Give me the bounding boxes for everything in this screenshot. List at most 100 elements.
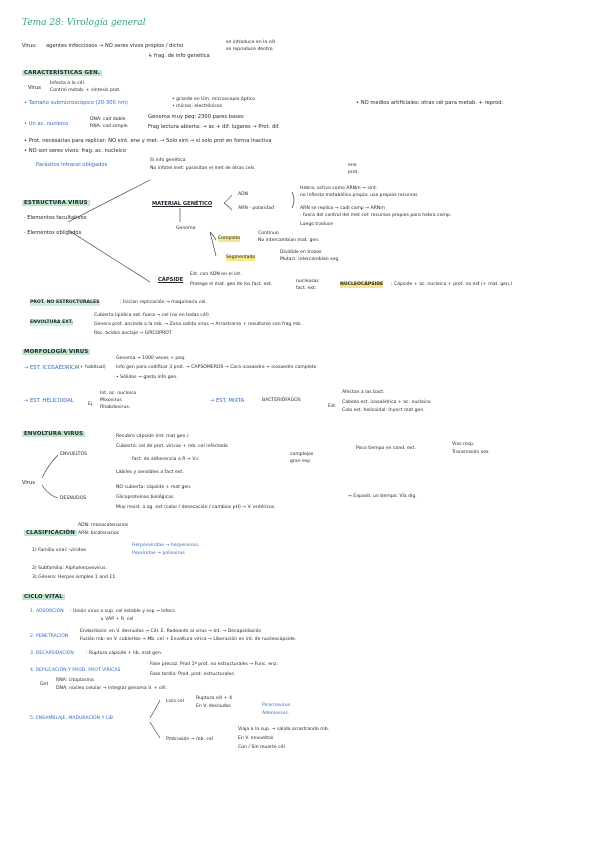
- capside-d1: Est. con ADN en el int.: [190, 272, 242, 277]
- material-genetico: MATERIAL GENÉTICO: [152, 201, 213, 207]
- morf-icosa-d2: Info gen para codificar 3 prot. → CAPSÓM…: [116, 365, 317, 370]
- morf-icosa: → EST. ICOSAÉDRICA: [24, 365, 79, 371]
- genoma-label: Genoma: [176, 226, 196, 231]
- ciclo-s4-sub1: RNA: citoplasma: [56, 678, 94, 683]
- morf-bact-d3: Cola est. helicoidal: Inyect mat gen.: [342, 408, 425, 413]
- env-d4: Lábiles y sensibles a fact ext.: [116, 470, 184, 475]
- ciclo-s2: 2. PENETRACIÓN: [30, 634, 69, 639]
- segmentado-d2: Mutaci: intercambian seg: [280, 257, 339, 262]
- morf-icosa-d3: • Sólidos → gasto info gen.: [116, 375, 178, 380]
- section-heading-morfologia: MORFOLOGÍA VIRUS: [22, 349, 91, 356]
- carac-parasitos-d1: Sí info genética: [150, 158, 186, 163]
- clas-familia-d2: Poxviridae → poliovirus: [132, 551, 185, 556]
- completo-label: Completo: [218, 236, 241, 242]
- ciclo-s2-d2: Fusión mb: en V. cubiertos → Mb. cel + E…: [80, 637, 297, 642]
- carac-no-medios: • NO medios artificiales: otras cél para…: [356, 100, 504, 106]
- env-vias-1: Vías resp.: [452, 442, 475, 447]
- ciclo-s4-d1: Fase precoz: Prod 1º prot. no estructura…: [150, 662, 278, 667]
- carac-prot: • Prot. necesarias para replicar: NO sin…: [24, 138, 272, 144]
- carac-size: • Tamaño submicroscópico (20-300 nm): [24, 100, 128, 106]
- carac-size-d1: • grande en Um. microscopio óptico: [172, 97, 256, 102]
- section-heading-envoltura: ENVOLTURA VIRUS: [22, 431, 86, 438]
- ciclo-s5-lisis-d2: En V. desnudos: [196, 704, 231, 709]
- page-title: Tema 28: Virología general: [22, 18, 146, 28]
- ciclo-s5-prot-d1: Viaja a la sup. → salida arrastrando mb.: [238, 727, 330, 732]
- morf-helic-d2: Mixovirus: [100, 398, 122, 403]
- carac-parasitos-e2: prot.: [348, 170, 359, 175]
- pol-plus-2: no infiesta metabólica propia: usa propi…: [300, 193, 418, 198]
- morf-mixta: → EST. MIXTA: [210, 398, 245, 404]
- material-adn: ADN: [238, 192, 249, 197]
- morf-icosa-hab: (+ habitual): [78, 365, 106, 370]
- segmentado-d1: Dividido en trozos: [280, 250, 322, 255]
- carac-parasitos-d2: No infotel met: parasitan el met de otra…: [150, 166, 255, 171]
- clas-familia-d1: Herpesviridae → herpesvirus.: [132, 543, 200, 548]
- nucleocapside-d: : Cápside + ac. nucleico + prot. no est …: [391, 282, 513, 287]
- clas-d1: ADN: monocatenarios: [78, 523, 129, 528]
- ciclo-s1-sub: ↳ VAP + R. cel: [100, 617, 134, 622]
- env-d1: Recubre cápside (int: mat gen.): [116, 434, 189, 439]
- nucleocapside-label: NUCLEOCÁPSIDE: [340, 282, 384, 288]
- carac-dna: DNA: cad doble: [90, 117, 126, 122]
- ciclo-s5-ej1: Picornavirus.: [262, 703, 292, 708]
- carac-item-a1: Infecta a la cél.: [50, 81, 86, 86]
- intro-line2: ↳ frag. de info genética: [148, 53, 210, 59]
- estructura-left-1: · Elementos facultativos: [24, 215, 87, 221]
- ciclo-s5-prot-d3: Con / Sin muerte cél.: [238, 745, 287, 750]
- carac-noseres: • NO son seres vivos: frag. ac. nucleico: [24, 148, 127, 154]
- nucleos-2: fact. ext.: [296, 286, 317, 291]
- carac-size-d2: • micros. electrónicos: [172, 104, 223, 109]
- clas-genero: 3) Género: Herpes simplex 1 and 11: [32, 575, 116, 580]
- prot-no-label: PROT. NO ESTRUCTURALES: [30, 300, 100, 306]
- clas-subfamilia: 2) Subfamilia: Alphaherpesvirus.: [32, 566, 107, 571]
- section-heading-clasificacion: CLASIFICACIÓN: [24, 530, 77, 537]
- ciclo-s5-prot-d2: En V. envueltos: [238, 736, 274, 741]
- morf-bact-d1: Afectan a las bact.: [342, 390, 385, 395]
- des-d3: Muy resist. a ag. ext (calor / desecació…: [116, 505, 276, 510]
- section-heading-estructura: ESTRUCTURA VIRUS: [22, 200, 90, 207]
- carac-genome-1: Genoma muy peq: 2300 pares bases: [148, 114, 244, 120]
- ciclo-s5-ej2: Adenovirus.: [262, 711, 290, 716]
- morf-mixta-d: BACTERIÓFAGOS: [262, 398, 301, 403]
- ciclo-s1: 1. ADSORCIÓN: [30, 609, 64, 614]
- carac-parasitos: Parásitos intracel obligados: [36, 162, 108, 168]
- material-arn: ARN - polaridad: [238, 206, 274, 211]
- morf-helic-d1: Int. ac. nucleico: [100, 391, 137, 396]
- intro-prefix: Virus:: [22, 43, 37, 49]
- ciclo-s4-arn: Gnt: [40, 682, 49, 687]
- morf-helic-d3: Rhabdovirus.: [100, 405, 131, 410]
- env-poco: Poco tiempo en cond. ext.: [356, 446, 416, 451]
- nucleos-1: nucleasas: [296, 279, 319, 284]
- ciclo-s4-sub2: DNA: núcleo celular → Integrar genoma V.…: [56, 686, 167, 691]
- segmentado-label: Segmentado: [226, 255, 256, 261]
- ciclo-s3: 3. DECAPSIDACIÓN: [30, 651, 74, 656]
- clas-d2: ARN: bicatenarios: [78, 531, 120, 536]
- carac-un-ac: • Un ac. nucleico: [24, 121, 69, 127]
- prot-no-d: : Inician replicación → maquinaria cel.: [120, 300, 207, 305]
- completo-d1: Continuo: [258, 231, 279, 236]
- estructura-left-2: · Elementos obligados: [24, 230, 82, 236]
- env-gran: gran esp: [290, 459, 311, 464]
- morf-icosa-d1: Genoma → 1000 veces + peq.: [116, 356, 186, 361]
- virus-label: Virus: [28, 85, 41, 91]
- env-d2: Cubierta: cel de prot. víricas + mb. cel…: [116, 444, 228, 449]
- capside-d2: Protege el mat. gen de los fact. ext.: [190, 282, 273, 287]
- ciclo-s4-d2: Fase tardía: Prod. prot. estructurales.: [150, 672, 236, 677]
- carac-rna: RNA: cad simple: [90, 124, 128, 129]
- morf-helic: → EST. HELICOIDAL: [24, 398, 74, 404]
- morf-bact-d2: Cabeza est. icosaédrica + ac. nucleico: [342, 400, 431, 405]
- envoltura-d3: Rec. ácidos anclaje → GPICOPROT: [94, 331, 172, 336]
- env-virus: Virus: [22, 480, 35, 486]
- env-vias-2: Transmisión sex.: [452, 450, 491, 455]
- des-d2: Glicoproteínas biológicas: [116, 495, 174, 500]
- intro-sub1: se introduce en la cél.: [226, 40, 277, 45]
- ciclo-s3-d: : Ruptura cápside + lib. mat gen.: [86, 651, 163, 656]
- arn-rep: ARN se replica → cadl comp → ARNm: [300, 206, 385, 211]
- env-envueltos: ENVUELTOS: [60, 452, 88, 457]
- lucha-1: · fuera del control del met cel: recurso…: [300, 213, 452, 218]
- lucha-2: Luego traduce: [300, 222, 334, 227]
- env-exposit: → Exposit. un tiempo: Vía dig.: [348, 494, 417, 499]
- clas-familia: 1) Familia viral: -viridae: [32, 548, 87, 553]
